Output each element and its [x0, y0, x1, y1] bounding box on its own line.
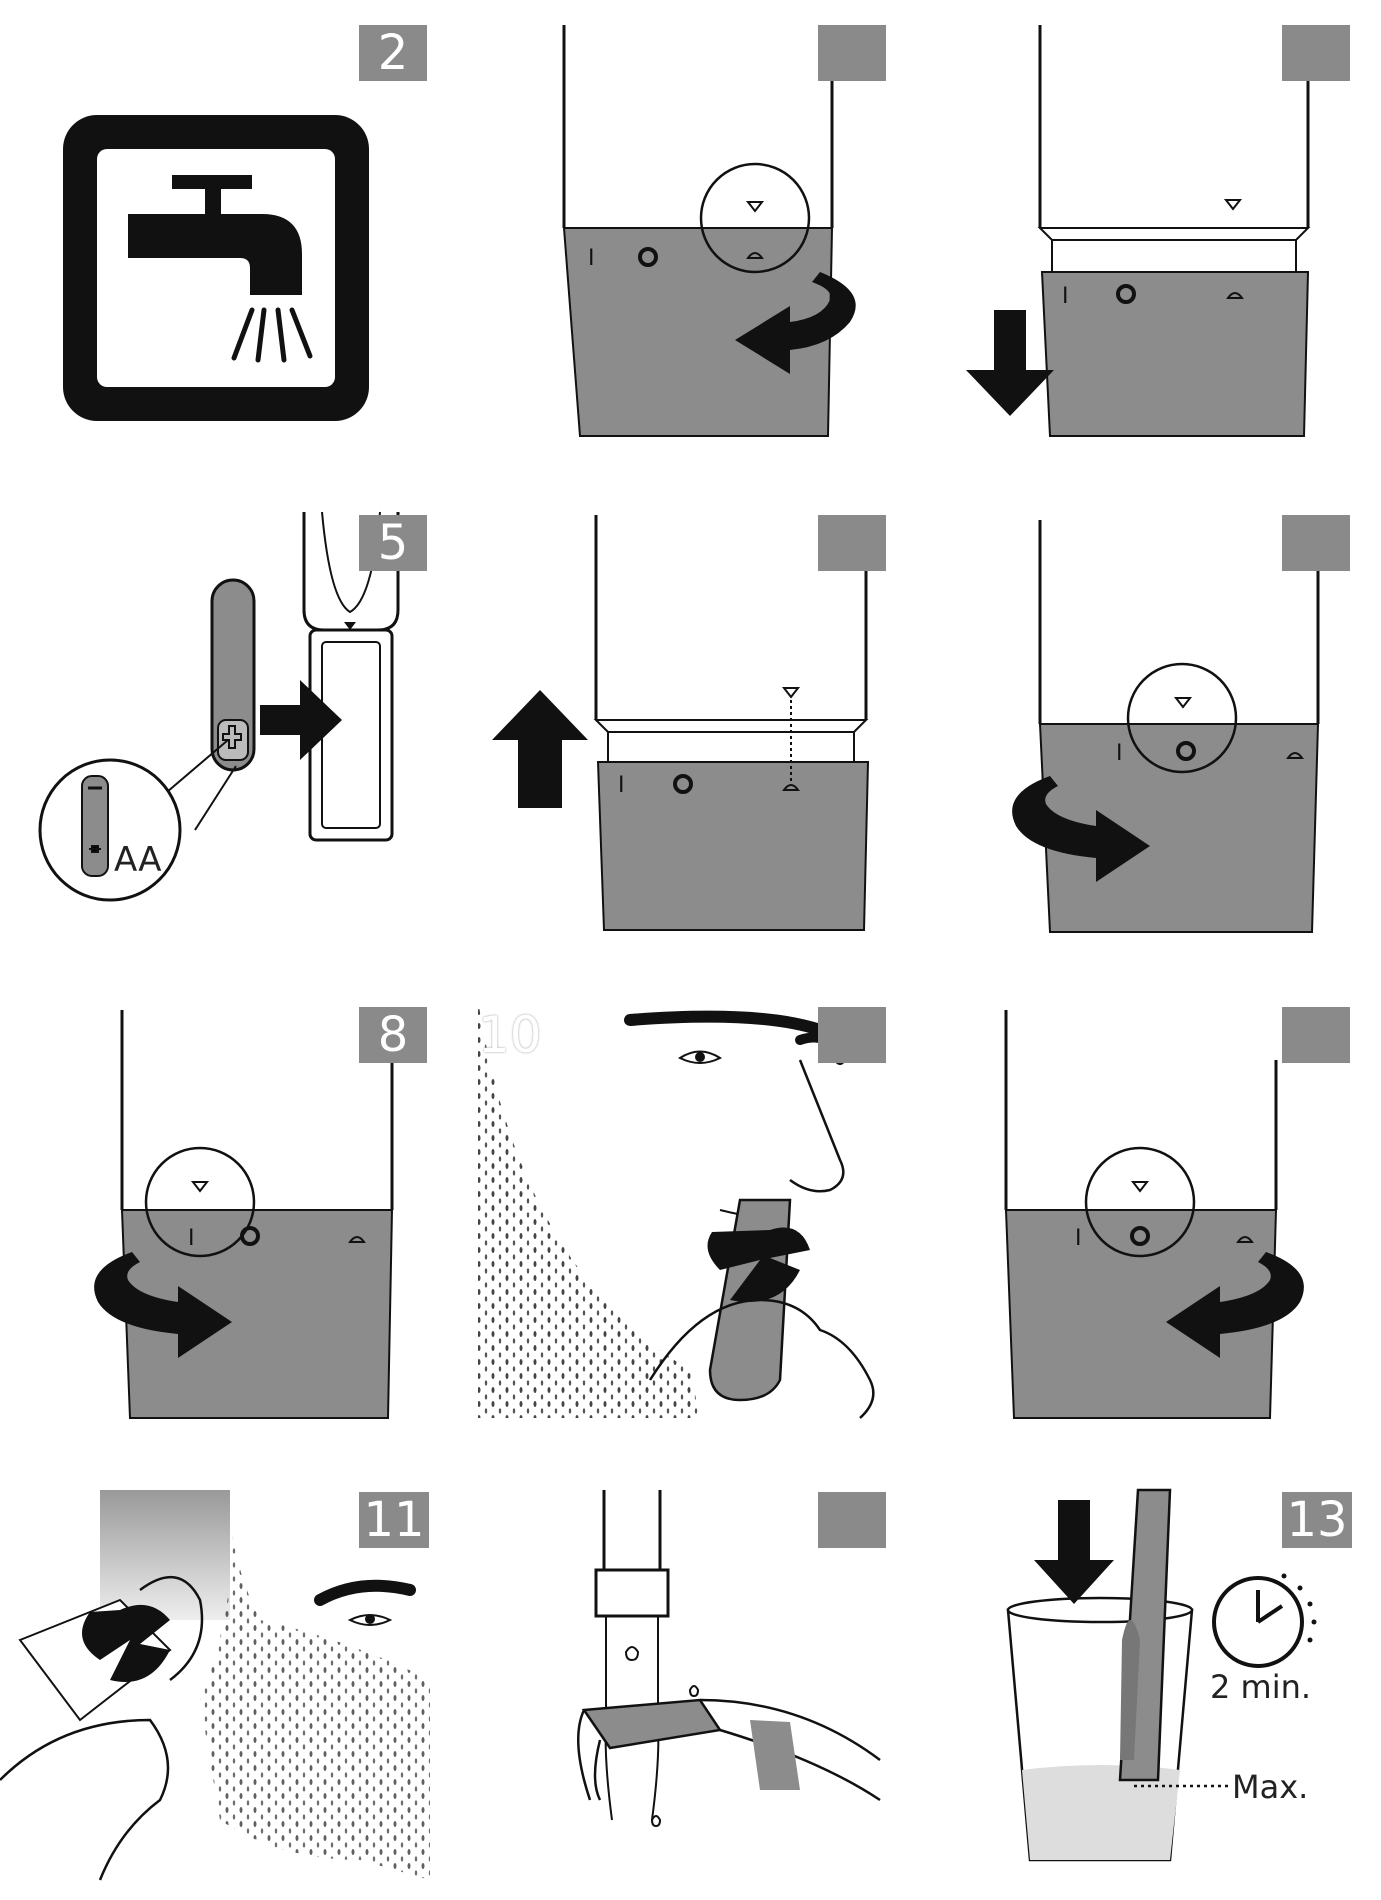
faucet-icon [63, 115, 369, 421]
step-number-7 [1282, 515, 1350, 571]
trimmer-comb-up-step6: I [492, 515, 868, 930]
max-fill-label: Max. [1232, 1768, 1308, 1806]
step-number-11: 11 [359, 1492, 429, 1548]
step-number-13: 13 [1282, 1492, 1352, 1548]
step-number-5: 5 [359, 515, 427, 571]
step-number-3 [818, 25, 886, 81]
step-number-6 [818, 515, 886, 571]
svg-text:I: I [1116, 741, 1123, 766]
step-number-10 [1282, 1007, 1350, 1063]
step-number-8: 8 [359, 1007, 427, 1063]
step-number-4 [1282, 25, 1350, 81]
battery-type-label: AA [114, 840, 161, 880]
battery-insert-step5 [40, 512, 398, 900]
trimmer-dial-step10: I [1006, 1010, 1304, 1418]
svg-text:I: I [1075, 1226, 1082, 1251]
trimmer-dial-step3: I [564, 25, 856, 436]
step-number-2: 2 [359, 25, 427, 81]
trimmer-comb-down-step4: I [966, 25, 1308, 436]
trimmer-dial-step7: I [1012, 520, 1318, 932]
step-number-12 [818, 1492, 886, 1548]
svg-text:I: I [588, 246, 595, 271]
trimmer-dial-step8: I [94, 1010, 392, 1418]
svg-text:I: I [188, 1226, 195, 1251]
step-number-9 [818, 1007, 886, 1063]
svg-text:I: I [1062, 284, 1069, 309]
ear-trim-step11 [0, 1490, 430, 1880]
svg-text:I: I [618, 773, 625, 798]
overlap-number-text: 10 [478, 1007, 542, 1063]
timer-label: 2 min. [1210, 1668, 1311, 1706]
